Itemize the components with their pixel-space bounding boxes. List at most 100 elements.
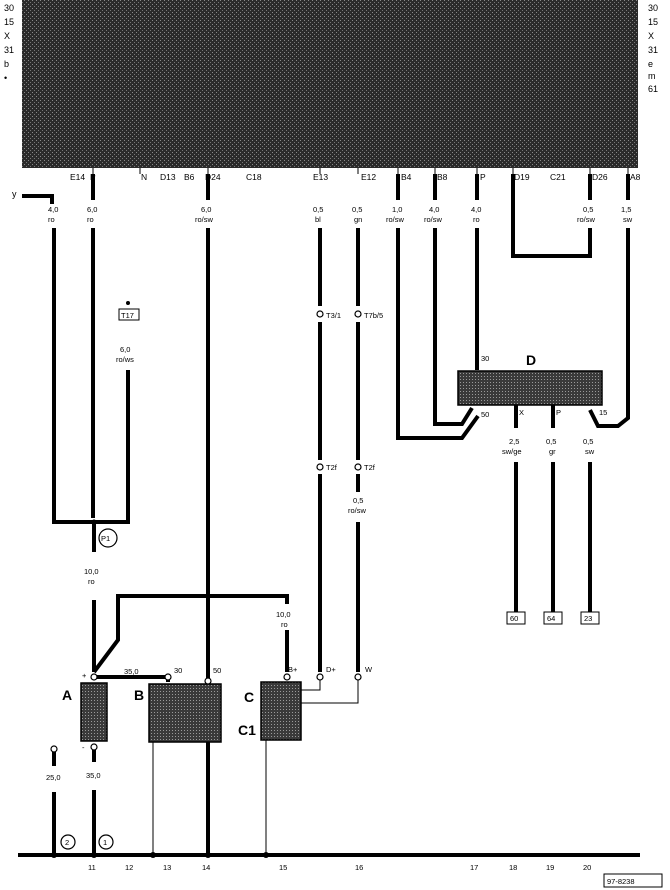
ground-point-label: 1	[103, 838, 107, 847]
wire-e12: 0,5 gn T7b/5 T2f 0,5 ro/sw	[348, 205, 383, 672]
wire-color: ro	[473, 215, 480, 224]
wire-b8: 4,0 ro/sw	[424, 174, 474, 426]
position-number: 13	[163, 863, 171, 872]
wire-color: sw	[623, 215, 633, 224]
terminal-label: 30	[481, 354, 489, 363]
connector-pin-label: T2f	[364, 463, 376, 472]
rail-label: m	[648, 71, 656, 81]
wire-color: ro	[281, 620, 288, 629]
wire-color: bl	[315, 215, 321, 224]
rail-label: •	[4, 73, 7, 83]
wire-p2: 4,0 ro	[471, 174, 481, 370]
terminal-label: 30	[174, 666, 182, 675]
connector-label: A8	[630, 172, 641, 182]
wire-color: ro/sw	[577, 215, 596, 224]
wire-size: 0,5	[583, 205, 593, 214]
wire-size: 4,0	[48, 205, 58, 214]
rail-label: 61	[648, 84, 658, 94]
alternator-c	[260, 681, 302, 741]
component-label: D	[526, 352, 536, 368]
connector-label: B6	[184, 172, 195, 182]
wire-color: gn	[354, 215, 362, 224]
wire-color: ro/sw	[386, 215, 405, 224]
wire-color: ro	[48, 215, 55, 224]
rail-label: 30	[4, 3, 14, 13]
terminal-label: 50	[481, 410, 489, 419]
wire-color: ro/ws	[116, 355, 134, 364]
wire-color: ro	[88, 577, 95, 586]
connector-label: C21	[550, 172, 566, 182]
rail-label: 15	[4, 17, 14, 27]
connector-label: E12	[361, 172, 376, 182]
rail-label: 30	[648, 3, 658, 13]
position-number: 19	[546, 863, 554, 872]
wire-size: 0,5	[353, 496, 363, 505]
component-label: B	[134, 687, 144, 703]
connector-label: P	[480, 172, 486, 182]
wire-size: 35,0	[124, 667, 139, 676]
position-number: 18	[509, 863, 517, 872]
wire-t17: T17 6,0 ro/ws	[94, 301, 140, 524]
terminal-label: 50	[213, 666, 221, 675]
wire-size: 10,0	[84, 567, 99, 576]
ref-box-label: 60	[510, 614, 518, 623]
terminal-label: D+	[326, 665, 336, 674]
position-number: 17	[470, 863, 478, 872]
wire-size: 6,0	[120, 345, 130, 354]
wire-e14: 4,0 ro	[48, 205, 94, 524]
rail-labels-left: 30 15 X 31 b •	[4, 3, 14, 83]
rail-label: 15	[648, 17, 658, 27]
ref-box-label: 23	[584, 614, 592, 623]
connector-label: E13	[313, 172, 328, 182]
relay-d	[457, 370, 603, 406]
connector-label: B4	[401, 172, 412, 182]
terminal-label: +	[82, 671, 87, 680]
connector-label: D19	[514, 172, 530, 182]
connector-labels: E14 P N D13 B6 D24 C18 E13 E12 B4 B8 P D…	[70, 172, 641, 182]
ground-wire-25: 25,0	[46, 745, 61, 855]
ground-bus	[18, 852, 640, 858]
rail-label: b	[4, 59, 9, 69]
terminal-label: W	[365, 665, 373, 674]
wire-size: 6,0	[201, 205, 211, 214]
connector-label: D24	[205, 172, 221, 182]
wire-e13: 0,5 bl T3/1 T2f	[313, 205, 341, 672]
position-number: 12	[125, 863, 133, 872]
wire-y: y	[12, 189, 54, 204]
wire-size: 4,0	[471, 205, 481, 214]
connector-pin-label: T7b/5	[364, 311, 383, 320]
terminal-label: 15	[599, 408, 607, 417]
rail-label: X	[4, 31, 10, 41]
position-number: 15	[279, 863, 287, 872]
figure-code: 97-8238	[603, 873, 663, 888]
component-a-battery: A + - 35,0 35,0	[62, 667, 170, 855]
component-b-starter: B 30 50	[134, 666, 222, 855]
wire-color: ro	[87, 215, 94, 224]
position-number: 16	[355, 863, 363, 872]
terminal-label: -	[82, 743, 85, 752]
component-label: C1	[238, 722, 256, 738]
wire-size: 25,0	[46, 773, 61, 782]
t17-box	[118, 308, 140, 321]
wire-size: 0,5	[546, 437, 556, 446]
wire-color: sw	[585, 447, 595, 456]
position-number: 11	[88, 863, 96, 872]
wire-color: ro/sw	[195, 215, 214, 224]
wire-y-label: y	[12, 189, 17, 199]
connector-pin-label: T2f	[326, 463, 338, 472]
splice-label: P1	[101, 534, 110, 543]
t17-label: T17	[121, 311, 134, 320]
figure-code-label: 97-8238	[607, 877, 635, 886]
wire-d19-d26-loop: 0,5 ro/sw	[511, 174, 596, 258]
component-c-alternator: C C1 B+ D+ W	[238, 665, 373, 855]
component-label: C	[244, 689, 254, 705]
component-d: D 30 50 X P 15 2,5 sw/ge 0,5 gr 0,5 sw 6…	[457, 352, 607, 625]
ref-box-label: 64	[547, 614, 555, 623]
rail-label: e	[648, 59, 653, 69]
wire-color: gr	[549, 447, 556, 456]
wire-size: 35,0	[86, 771, 101, 780]
wire-a8: 1,5 sw	[588, 174, 633, 428]
position-numbers: 11 12 13 14 15 16 17 18 19 20	[88, 863, 591, 872]
connector-label: D13	[160, 172, 176, 182]
